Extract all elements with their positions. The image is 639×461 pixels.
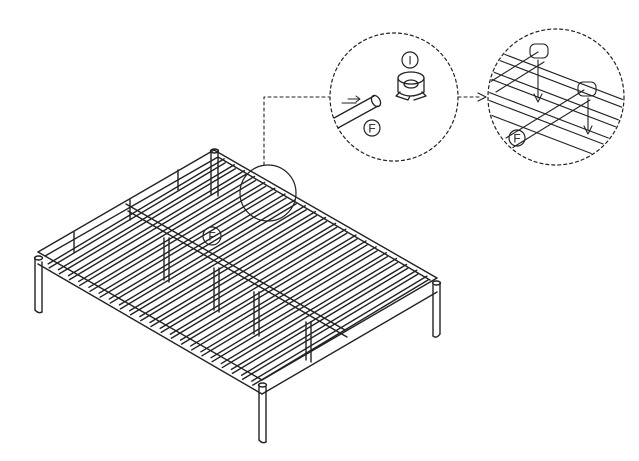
leader-line [263,96,331,166]
part-label-tube-left-text: F [368,122,375,136]
bed-frame [33,148,442,444]
slats [47,158,429,386]
slat-edge [191,244,368,351]
clip-part [395,71,427,101]
slat-edge [221,261,399,369]
slat-edge [109,197,287,304]
slat-edge [150,220,328,328]
part-label-clip: I [401,51,419,69]
slat [179,234,357,341]
slat [251,275,428,382]
slat-edge [231,267,409,375]
part-label-tube-right: F [508,129,526,147]
slat [118,199,296,306]
slat-edge [241,273,419,380]
slat-edge [252,279,429,386]
part-label-tube-left: F [363,119,381,137]
transition-arrow [457,92,487,102]
legs [33,148,442,444]
slat [78,175,256,283]
slat [108,193,286,300]
slat-edge [201,250,378,357]
slat [220,257,398,365]
slat [149,216,327,324]
slat-edge [160,226,338,334]
slat [169,228,347,335]
slat [67,169,246,277]
slat [190,240,367,347]
slat-edge [68,173,247,281]
detail-right: F [487,28,625,166]
detail-left: I F [329,32,459,162]
slat [210,251,388,359]
slat-edge [129,209,307,316]
slat [128,205,306,312]
slat-edge [170,232,348,339]
zoom-indicator-circle [239,164,297,222]
center-legs [73,169,312,363]
part-label-tube-right-text: F [513,132,520,146]
slat-edge [89,185,267,293]
slat [240,269,418,376]
slat-edge [79,179,257,287]
slat [139,210,317,318]
slat-edge [48,162,226,269]
slat [200,246,377,353]
slat [98,187,276,294]
slat [57,164,235,271]
slat [230,263,408,371]
tube-part [333,95,379,129]
slat [88,181,266,289]
slat-edge [58,168,236,275]
slat-edge [180,238,358,345]
part-label-clip-text: I [408,54,411,68]
slat-edge [211,255,389,363]
slat [47,158,225,265]
part-label-main: F [202,226,222,246]
part-label-main-text: F [208,230,215,244]
slat-edge [99,191,277,298]
slat [159,222,337,330]
slat-edge [140,214,318,322]
